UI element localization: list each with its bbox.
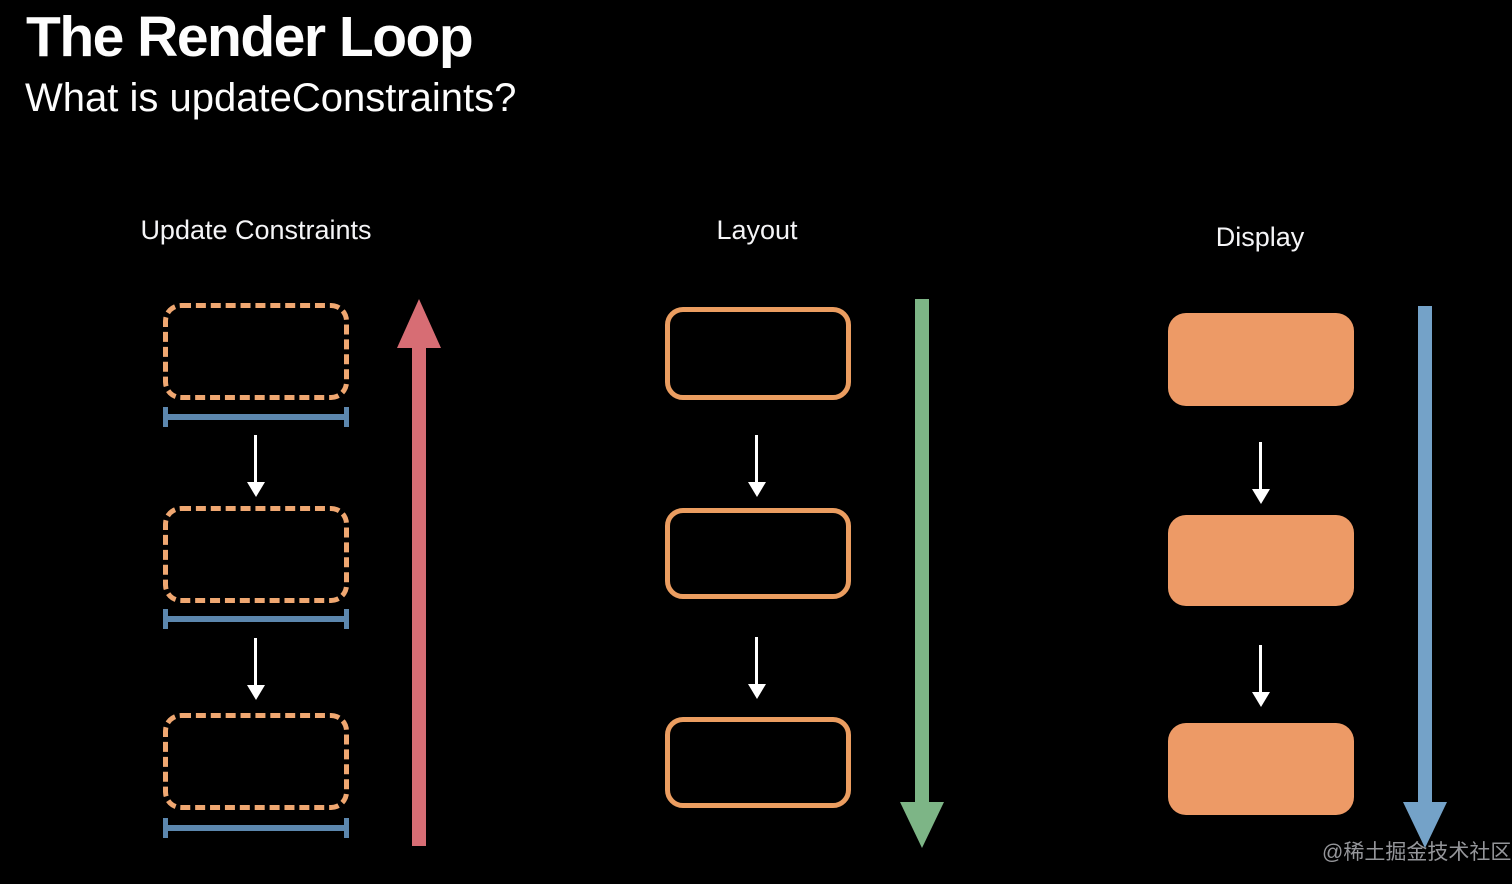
outline-view-box-2 — [665, 508, 851, 599]
filled-view-box-3 — [1168, 723, 1354, 815]
dashed-view-box-2 — [163, 506, 349, 603]
width-measure-line-1 — [163, 407, 349, 427]
pass-direction-up-arrow-icon — [397, 299, 442, 846]
outline-view-box-3 — [665, 717, 851, 808]
width-measure-line-3 — [163, 818, 349, 838]
dashed-view-box-3 — [163, 713, 349, 810]
page-subtitle: What is updateConstraints? — [25, 76, 517, 120]
pass-direction-down-arrow-icon — [1403, 306, 1448, 848]
width-measure-line-2 — [163, 609, 349, 629]
pass-direction-down-arrow-icon — [900, 299, 945, 848]
outline-view-box-1 — [665, 307, 851, 400]
filled-view-box-1 — [1168, 313, 1354, 406]
column-label-update-constraints: Update Constraints — [140, 215, 372, 245]
dashed-view-box-1 — [163, 303, 349, 400]
column-label-display: Display — [1215, 222, 1305, 252]
page-title: The Render Loop — [26, 5, 474, 69]
column-label-layout: Layout — [716, 215, 798, 245]
filled-view-box-2 — [1168, 515, 1354, 606]
watermark: @稀土掘金技术社区 — [1322, 841, 1512, 864]
